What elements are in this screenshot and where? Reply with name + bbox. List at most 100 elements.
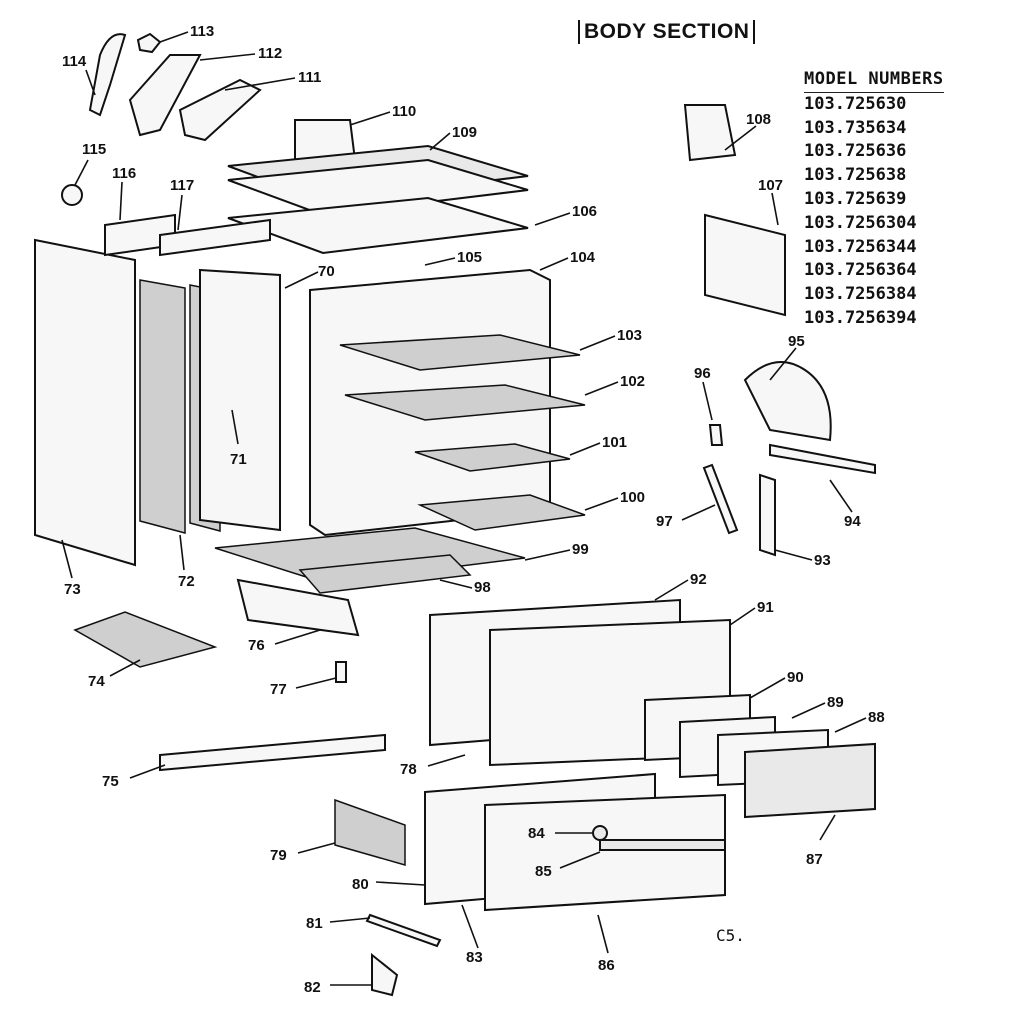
part-87-window-trim: [744, 742, 876, 819]
callout-116: 116: [112, 165, 136, 182]
model-number: 103.725639: [804, 188, 907, 209]
callout-110: 110: [392, 103, 416, 120]
part-79-drawer-side: [334, 798, 406, 866]
callout-111: 111: [298, 69, 321, 86]
model-number: 103.7256364: [804, 260, 917, 281]
callout-81: 81: [306, 915, 323, 932]
part-93-support: [759, 473, 776, 557]
callout-80: 80: [352, 876, 369, 893]
callout-91: 91: [757, 599, 774, 616]
part-86-drawer-front: [484, 793, 726, 912]
callout-78: 78: [400, 761, 417, 778]
callout-74: 74: [88, 673, 105, 690]
callout-93: 93: [814, 552, 831, 569]
part-75-kick-panel: [159, 733, 386, 772]
callout-95: 95: [788, 333, 805, 350]
callout-72: 72: [178, 573, 195, 590]
callout-90: 90: [787, 669, 804, 686]
part-99-bottom: [214, 527, 526, 584]
part-95-hinge: [743, 361, 832, 442]
callout-96: 96: [694, 365, 711, 382]
part-108-bracket: [683, 104, 737, 162]
part-103-rack: [339, 334, 581, 371]
callout-71: 71: [230, 451, 247, 468]
callout-79: 79: [270, 847, 287, 864]
callout-89: 89: [827, 694, 844, 711]
part-94-arm: [769, 443, 876, 475]
model-number: 103.7256304: [804, 212, 917, 233]
callout-94: 94: [844, 513, 861, 530]
callout-113: 113: [190, 23, 214, 40]
callout-88: 88: [868, 709, 885, 726]
part-106-panel: [227, 196, 529, 255]
part-76-box: [236, 578, 360, 637]
callout-98: 98: [474, 579, 491, 596]
part-70-liner: [199, 268, 281, 532]
part-97-spring: [702, 463, 739, 535]
part-82-hinge: [371, 952, 399, 997]
part-109-top-lower: [227, 158, 529, 217]
callout-73: 73: [64, 581, 81, 598]
callout-97: 97: [656, 513, 673, 530]
leader-lines: [61, 31, 867, 986]
part-73-side-panel: [34, 238, 136, 567]
part-84-knob: [592, 825, 608, 841]
callout-76: 76: [248, 637, 265, 654]
callout-99: 99: [572, 541, 589, 558]
callout-108: 108: [746, 111, 771, 128]
callout-114: 114: [62, 53, 87, 70]
part-117-frame: [159, 218, 271, 257]
callout-87: 87: [806, 851, 823, 868]
model-number: 103.725630: [804, 93, 907, 114]
model-number: 103.7256394: [804, 307, 917, 328]
part-74-plate: [73, 611, 218, 668]
part-112-bracket: [128, 54, 202, 137]
part-96-spring: [708, 424, 724, 446]
diagram-title: BODY SECTION: [578, 20, 756, 44]
model-number: 103.7256384: [804, 284, 917, 305]
callout-labels: 113 112 111 114 110 109 115 116 117 106 …: [62, 23, 885, 996]
callout-115: 115: [82, 141, 106, 158]
part-100-broiler-pan: [417, 494, 586, 531]
model-numbers-list: MODEL NUMBERS 103.725630 103.735634 103.…: [804, 68, 944, 331]
part-85-handle: [599, 839, 726, 851]
callout-92: 92: [690, 571, 707, 588]
callout-85: 85: [535, 863, 552, 880]
part-98-bottom: [298, 554, 472, 594]
callout-101: 101: [602, 434, 627, 451]
callout-104: 104: [570, 249, 596, 266]
callout-77: 77: [270, 681, 287, 698]
callout-102: 102: [620, 373, 645, 390]
part-81-rod: [365, 913, 442, 948]
part-102-rack: [344, 384, 586, 421]
model-number: 103.735634: [804, 117, 907, 138]
callout-86: 86: [598, 957, 615, 974]
part-114-cord: [88, 33, 127, 117]
callout-70: 70: [318, 263, 335, 280]
callout-105: 105: [457, 249, 482, 266]
part-113-lamp-socket: [136, 32, 162, 54]
page-code: C5.: [716, 926, 745, 945]
part-72-insulation: [139, 279, 186, 534]
callout-112: 112: [258, 45, 282, 62]
callout-106: 106: [572, 203, 597, 220]
part-111-channel: [178, 78, 262, 142]
callout-107: 107: [758, 177, 783, 194]
part-101-pan: [414, 443, 571, 472]
part-77-foot: [335, 661, 347, 683]
part-115-knob: [60, 184, 84, 206]
model-number: 103.7256344: [804, 236, 917, 257]
callout-109: 109: [452, 124, 477, 141]
callout-117: 117: [170, 177, 194, 194]
callout-75: 75: [102, 773, 119, 790]
callout-84: 84: [528, 825, 545, 842]
model-numbers-heading: MODEL NUMBERS: [804, 68, 944, 93]
model-number: 103.725636: [804, 141, 907, 162]
model-number: 103.725638: [804, 165, 907, 186]
callout-83: 83: [466, 949, 483, 966]
part-107-guide: [704, 213, 786, 317]
callout-100: 100: [620, 489, 645, 506]
callout-103: 103: [617, 327, 642, 344]
callout-82: 82: [304, 979, 321, 996]
